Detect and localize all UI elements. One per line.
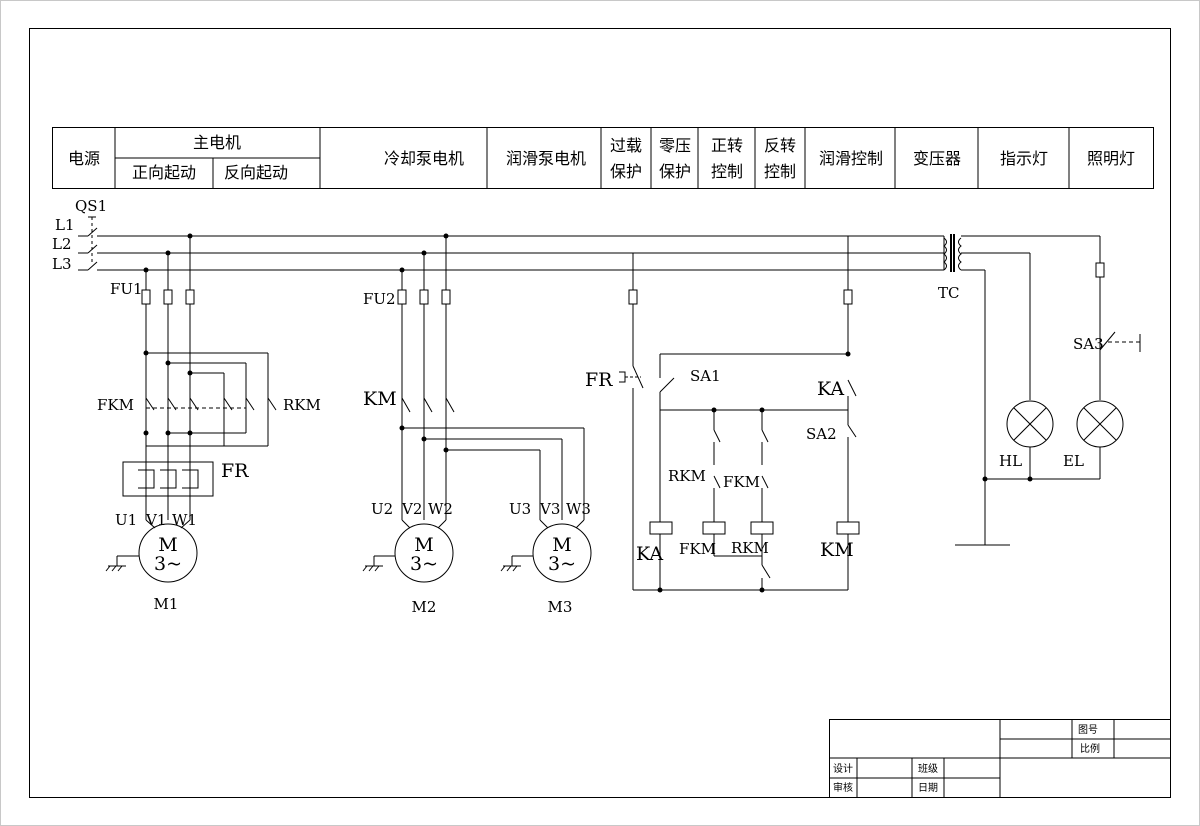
header-transformer: 变压器 bbox=[913, 149, 961, 168]
label-hl: HL bbox=[999, 452, 1022, 470]
header-reverse-start: 反向起动 bbox=[224, 163, 288, 182]
label-w3: W3 bbox=[566, 500, 591, 518]
label-tc: TC bbox=[938, 284, 959, 302]
junction-dots bbox=[143, 233, 1033, 593]
tb-scale: 比例 bbox=[1080, 742, 1100, 755]
ground-icon bbox=[500, 555, 533, 572]
label-ka-coil: KA bbox=[636, 543, 663, 565]
label-fkm-coil: FKM bbox=[679, 540, 716, 558]
coil-fkm bbox=[702, 521, 726, 535]
header-lube-control: 润滑控制 bbox=[819, 149, 883, 168]
fr-thermal-relay bbox=[122, 461, 214, 497]
label-sa2: SA2 bbox=[806, 425, 837, 443]
label-ka: KA bbox=[817, 378, 844, 400]
header-forward-start: 正向起动 bbox=[132, 163, 196, 182]
motor-m3 bbox=[532, 523, 592, 583]
label-l1: L1 bbox=[55, 216, 75, 234]
label-u1: U1 bbox=[115, 511, 137, 529]
label-v1: V1 bbox=[145, 511, 166, 529]
control-fuse-2 bbox=[843, 289, 853, 305]
fu1-fuse bbox=[141, 289, 151, 305]
label-v2: V2 bbox=[401, 500, 422, 518]
label-sa3: SA3 bbox=[1073, 335, 1104, 353]
tb-class: 班级 bbox=[918, 763, 938, 775]
header-forward-1: 正转 bbox=[711, 136, 743, 155]
label-u2: U2 bbox=[371, 500, 393, 518]
tb-date: 日期 bbox=[918, 782, 938, 794]
qs1-switch bbox=[78, 216, 98, 271]
coil-ka bbox=[649, 521, 673, 535]
header-undervolt-1: 零压 bbox=[659, 136, 691, 155]
header-table bbox=[52, 127, 1154, 189]
header-reverse-2: 控制 bbox=[764, 162, 796, 181]
tb-design: 设计 bbox=[833, 762, 853, 775]
tb-drawing-no: 图号 bbox=[1078, 724, 1098, 736]
drawing-frame bbox=[29, 28, 1171, 798]
motor-m1 bbox=[138, 523, 198, 583]
header-power: 电源 bbox=[68, 149, 100, 168]
header-undervolt-2: 保护 bbox=[659, 162, 691, 181]
label-km-coil: KM bbox=[820, 539, 854, 561]
m1-m-label: M bbox=[158, 534, 177, 556]
label-km: KM bbox=[363, 388, 397, 410]
ground-icon bbox=[105, 555, 139, 572]
label-rkm-contact: RKM bbox=[668, 467, 706, 485]
km-contacts bbox=[401, 397, 455, 413]
coil-km bbox=[836, 521, 860, 535]
m3-3-label: 3~ bbox=[548, 553, 576, 575]
lamp-fuse bbox=[1095, 262, 1105, 278]
label-w2: W2 bbox=[428, 500, 453, 518]
label-m1: M1 bbox=[154, 595, 179, 613]
label-fu2: FU2 bbox=[363, 290, 396, 308]
m3-m-label: M bbox=[552, 534, 571, 556]
label-rkm-coil: RKM bbox=[731, 539, 769, 557]
label-qs1: QS1 bbox=[75, 197, 107, 215]
label-fr: FR bbox=[221, 460, 249, 482]
header-main-motor: 主电机 bbox=[193, 133, 241, 152]
header-indicator: 指示灯 bbox=[1000, 149, 1048, 168]
fu2-fuse bbox=[397, 289, 407, 305]
ground-icon bbox=[362, 555, 395, 572]
header-reverse-1: 反转 bbox=[764, 136, 796, 155]
header-overload-1: 过载 bbox=[610, 136, 642, 155]
label-rkm: RKM bbox=[283, 396, 321, 414]
label-m2: M2 bbox=[412, 598, 437, 616]
header-coolant-pump: 冷却泵电机 bbox=[384, 149, 464, 168]
label-sa1: SA1 bbox=[690, 367, 721, 385]
header-lube-pump: 润滑泵电机 bbox=[506, 149, 586, 168]
label-l3: L3 bbox=[52, 255, 72, 273]
tb-review: 审核 bbox=[833, 781, 853, 794]
m2-3-label: 3~ bbox=[410, 553, 438, 575]
header-overload-2: 保护 bbox=[610, 162, 642, 181]
coil-rkm bbox=[750, 521, 774, 535]
header-forward-2: 控制 bbox=[711, 162, 743, 181]
m2-m-label: M bbox=[414, 534, 433, 556]
label-m3: M3 bbox=[548, 598, 573, 616]
fkm-contacts bbox=[145, 397, 277, 411]
label-fu1: FU1 bbox=[110, 280, 143, 298]
label-fkm-contact: FKM bbox=[723, 473, 760, 491]
label-el: EL bbox=[1063, 452, 1084, 470]
transformer-tc bbox=[943, 234, 962, 272]
label-u3: U3 bbox=[509, 500, 531, 518]
m1-3-label: 3~ bbox=[154, 553, 182, 575]
label-v3: V3 bbox=[539, 500, 560, 518]
label-fkm: FKM bbox=[97, 396, 134, 414]
label-l2: L2 bbox=[52, 235, 72, 253]
label-w1: W1 bbox=[172, 511, 197, 529]
label-fr-ctrl: FR bbox=[585, 369, 613, 391]
header-lighting: 照明灯 bbox=[1087, 149, 1135, 168]
motor-m2 bbox=[394, 523, 454, 583]
control-fuse-1 bbox=[628, 289, 638, 305]
